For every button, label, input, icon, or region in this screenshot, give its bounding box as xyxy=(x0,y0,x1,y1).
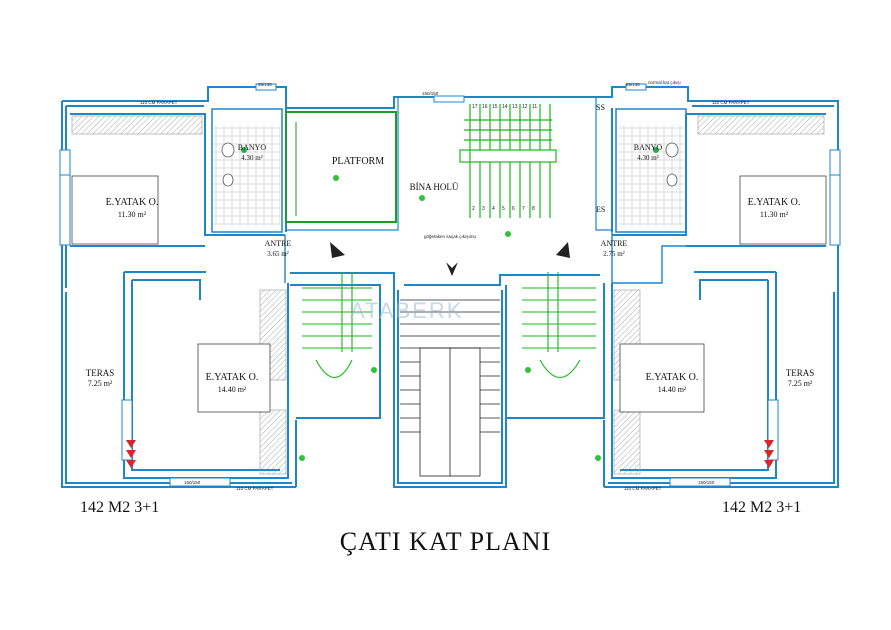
left-bath-name: BANYO xyxy=(238,143,267,152)
exhaust-note: normal kat çıkışı xyxy=(648,80,681,85)
svg-text:13: 13 xyxy=(512,104,518,110)
unit-left-label: 142 M2 3+1 xyxy=(80,499,160,516)
parapet-top-right: 110 CM PARAPET xyxy=(712,100,750,105)
right-terrace-area: 7.25 m² xyxy=(788,379,813,388)
right-bedroom-bottom-area: 14.40 m² xyxy=(658,385,687,394)
right-antre-name: ANTRE xyxy=(601,239,628,248)
annotations: 110 CM PARAPET 110 CM PARAPET 110 CM PAR… xyxy=(140,80,750,491)
svg-text:16: 16 xyxy=(482,104,488,110)
left-antre-area: 3.65 m² xyxy=(267,250,289,258)
right-bedroom-bottom-name: E.YATAK O. xyxy=(646,372,699,383)
platform-outline xyxy=(285,111,397,223)
central-staircase xyxy=(400,299,500,477)
right-terrace-name: TERAS xyxy=(786,368,815,378)
right-bedroom-top-area: 11.30 m² xyxy=(760,210,789,219)
windows xyxy=(59,83,841,487)
bathroom-tiles xyxy=(214,125,684,225)
right-bedroom-top-name: E.YATAK O. xyxy=(748,197,801,208)
svg-text:7: 7 xyxy=(522,206,525,212)
svg-text:6: 6 xyxy=(512,206,515,212)
svg-text:3: 3 xyxy=(482,206,485,212)
left-bedroom-bottom-name: E.YATAK O. xyxy=(206,372,259,383)
left-bedroom-top-area: 11.30 m² xyxy=(118,210,147,219)
parapet-top-left: 110 CM PARAPET xyxy=(140,100,178,105)
plan-title: ÇATI KAT PLANI xyxy=(339,527,552,556)
ss-label: SS xyxy=(596,103,605,112)
door-top-right: 55/135 xyxy=(626,82,640,87)
right-antre-area: 2.75 m² xyxy=(603,250,625,258)
svg-text:2: 2 xyxy=(472,206,475,212)
red-markers xyxy=(126,440,774,468)
svg-text:14: 14 xyxy=(502,104,508,110)
es-label: ES xyxy=(596,205,605,214)
step-numbers: 2 3 4 5 6 7 8 17 16 15 14 13 12 11 xyxy=(472,104,537,212)
apartment-staircases xyxy=(302,272,596,378)
platform-name: PLATFORM xyxy=(332,156,384,167)
left-terrace-area: 7.25 m² xyxy=(88,379,113,388)
door-bottom-left: 150/150 xyxy=(184,480,201,485)
outer-walls xyxy=(61,86,839,488)
hall-exit-note: göğetaken saçak çıkışımu xyxy=(424,234,477,239)
parapet-bottom-left: 110 CM PARAPET xyxy=(236,486,274,491)
svg-text:11: 11 xyxy=(532,104,537,110)
hall-staircase xyxy=(459,104,557,218)
right-bath-name: BANYO xyxy=(634,143,663,152)
light-fixtures xyxy=(299,175,601,461)
svg-text:8: 8 xyxy=(532,206,535,212)
wc-icon xyxy=(221,142,235,158)
left-bedroom-top-name: E.YATAK O. xyxy=(106,197,159,208)
watermark: ATABERK xyxy=(350,298,463,323)
svg-text:5: 5 xyxy=(502,206,505,212)
unit-right-label: 142 M2 3+1 xyxy=(722,499,802,516)
svg-text:17: 17 xyxy=(472,104,478,110)
hall-name: BİNA HOLÜ xyxy=(410,182,459,192)
sink-icon xyxy=(222,173,234,187)
door-hall: 150/150 xyxy=(422,91,439,96)
north-arrows xyxy=(330,242,570,276)
left-terrace-name: TERAS xyxy=(86,368,115,378)
left-antre-name: ANTRE xyxy=(265,239,292,248)
svg-text:12: 12 xyxy=(522,104,528,110)
svg-text:15: 15 xyxy=(492,104,498,110)
door-top-left: 55/135 xyxy=(258,82,272,87)
parapet-bottom-right: 110 CM PARAPET xyxy=(624,486,662,491)
left-bath-area: 4.30 m² xyxy=(241,154,263,162)
svg-text:4: 4 xyxy=(492,206,495,212)
room-labels: E.YATAK O. 11.30 m² BANYO 4.30 m² PLATFO… xyxy=(86,143,815,394)
beds xyxy=(71,175,827,413)
wardrobes xyxy=(71,115,825,475)
door-bottom-right: 150/150 xyxy=(698,480,715,485)
left-bedroom-bottom-area: 14.40 m² xyxy=(218,385,247,394)
right-bath-area: 4.30 m² xyxy=(637,154,659,162)
